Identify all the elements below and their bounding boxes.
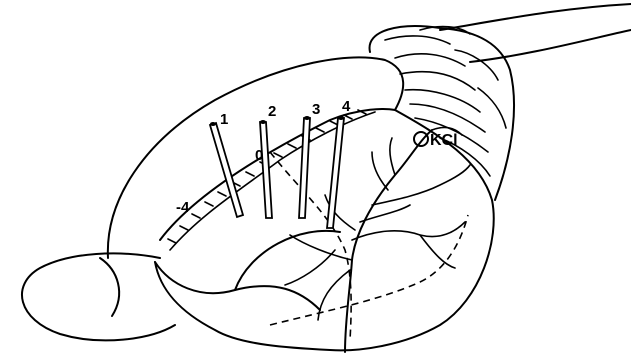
artery-branches [285, 128, 470, 352]
electrode-3-label: 3 [312, 101, 320, 118]
olfactory-bulb-fold [100, 258, 119, 316]
electrode-1-label: 1 [220, 111, 228, 128]
electrode-2 [260, 120, 272, 218]
electrode-2-label: 2 [268, 103, 276, 120]
axis-rostral-label: -4 [176, 199, 190, 216]
electrode-3 [299, 116, 310, 218]
kcl-site-circle [414, 132, 428, 146]
axis-origin-label: 0 [255, 147, 263, 164]
olfactory-bulb-outline [22, 253, 175, 340]
electrode-4-label: 4 [342, 98, 351, 115]
cerebellar-folia [385, 27, 506, 176]
electrode-4 [327, 116, 344, 228]
axis-line [170, 112, 375, 250]
electrode-1 [210, 122, 243, 217]
cerebellum-outline [370, 26, 515, 200]
kcl-label: KCl [430, 132, 458, 149]
lateral-surface-contour [160, 109, 395, 240]
position-axis [168, 110, 375, 250]
dashed-boundaries [270, 152, 468, 340]
